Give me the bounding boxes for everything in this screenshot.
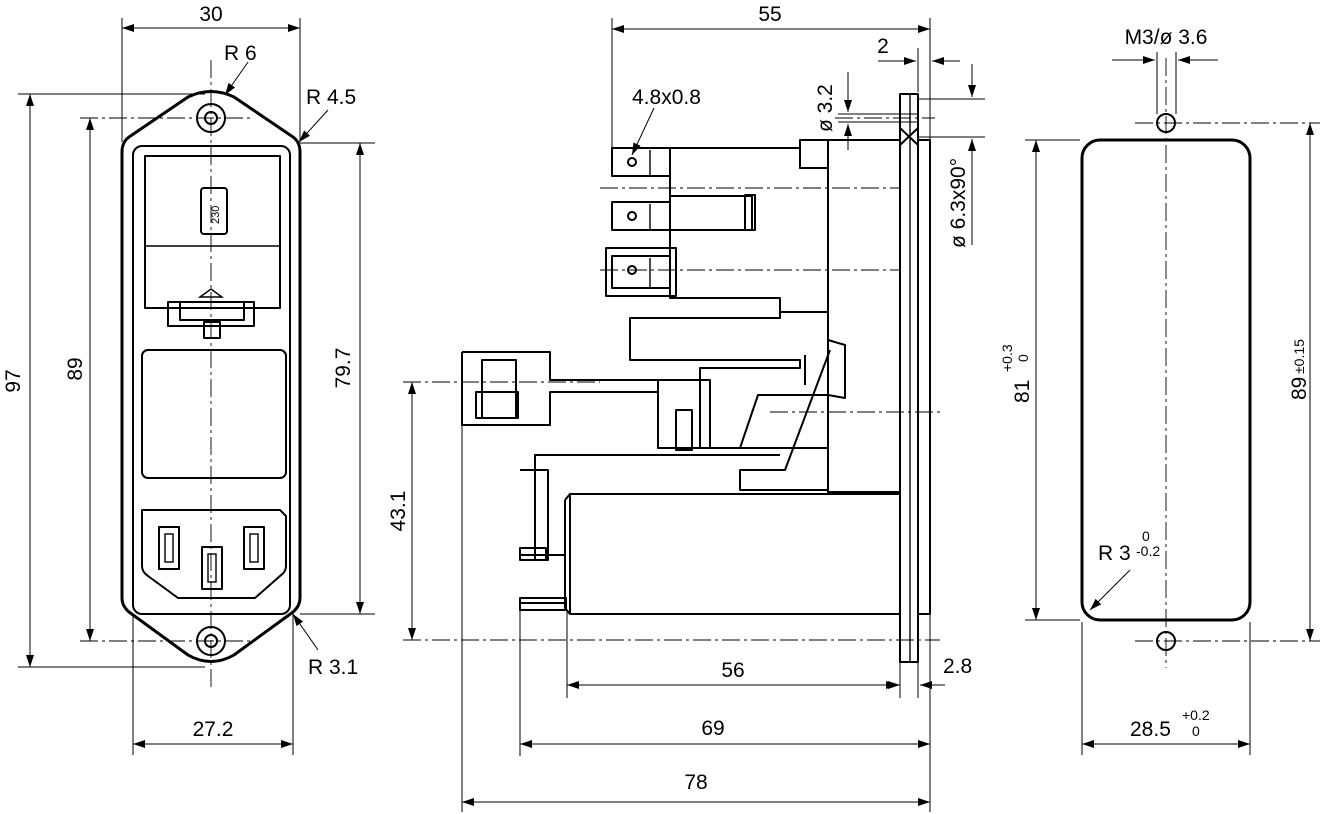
dim-cutout-hole-pitch: 89 bbox=[1288, 377, 1311, 400]
tab-terminal-3 bbox=[605, 247, 677, 297]
tab-terminal-2 bbox=[611, 195, 753, 231]
dim-cutout-radius-tol-lower: -0.2 bbox=[1136, 543, 1160, 559]
fuse-drawer bbox=[144, 155, 281, 309]
dim-length-overall: 78 bbox=[684, 771, 707, 794]
dim-cutout-width: 28.5 bbox=[1130, 718, 1171, 741]
side-view: 55 2 4.8x0.8 ø 3.2 ø 6.3x90° 43.1 56 2.8 bbox=[387, 3, 985, 812]
dim-length-with-pins: 69 bbox=[701, 717, 724, 740]
dim-body-width: 27.2 bbox=[193, 718, 234, 741]
dim-countersink: ø 6.3x90° bbox=[947, 158, 970, 248]
dim-radius-bottom: R 3.1 bbox=[308, 656, 358, 679]
dim-cutout-height-tol-lower: 0 bbox=[1015, 354, 1031, 362]
tab-terminal-1 bbox=[611, 147, 671, 177]
dim-flange-offset: 2.8 bbox=[943, 655, 972, 678]
dim-cutout-height-tol-upper: +0.3 bbox=[999, 344, 1015, 372]
dim-hole-pitch: 89 bbox=[64, 357, 87, 380]
dim-socket-axis: 43.1 bbox=[387, 491, 410, 532]
dim-cutout-radius-tol-upper: 0 bbox=[1142, 528, 1150, 544]
dim-screw-spec: M3/ø 3.6 bbox=[1125, 26, 1208, 49]
cutout-view: M3/ø 3.6 81 +0.3 0 89 ±0.15 R 3 0 -0.2 2… bbox=[999, 26, 1320, 755]
dim-cutout-height: 81 bbox=[1011, 380, 1034, 403]
side-switch bbox=[462, 311, 829, 449]
iec-inlet bbox=[141, 509, 287, 599]
dim-body-length: 56 bbox=[721, 659, 744, 682]
dim-tab-size: 4.8x0.8 bbox=[632, 86, 701, 109]
side-filter-body bbox=[569, 493, 901, 615]
side-housing bbox=[827, 139, 901, 493]
iec-pin-earth bbox=[201, 546, 223, 590]
switch-window bbox=[141, 349, 287, 479]
iec-pin-left bbox=[158, 526, 180, 570]
front-view: 230 30 R 6 R 4.5 R 3.1 bbox=[2, 3, 375, 755]
dim-depth-overall: 55 bbox=[758, 3, 781, 26]
front-flange-outline bbox=[120, 90, 302, 663]
dim-flange-thickness: 2 bbox=[877, 35, 889, 58]
dim-width-overall: 30 bbox=[199, 3, 222, 26]
dim-cutout-width-tol-lower: 0 bbox=[1192, 723, 1200, 739]
side-flange bbox=[899, 93, 919, 663]
voltage-label: 230 bbox=[210, 206, 222, 224]
iec-pin-right bbox=[243, 526, 265, 570]
dim-radius-side: R 4.5 bbox=[306, 86, 356, 109]
dim-screw-hole: ø 3.2 bbox=[814, 84, 837, 132]
dim-cutout-width-tol-upper: +0.2 bbox=[1182, 707, 1210, 723]
voltage-window bbox=[200, 187, 228, 235]
dim-cutout-radius: R 3 bbox=[1098, 542, 1131, 565]
dim-body-height: 79.7 bbox=[332, 348, 355, 389]
dim-height-overall: 97 bbox=[2, 369, 25, 392]
front-body-outline bbox=[132, 145, 291, 615]
dim-radius-top: R 6 bbox=[224, 42, 257, 65]
dim-cutout-hole-pitch-tol: ±0.15 bbox=[1291, 339, 1307, 374]
